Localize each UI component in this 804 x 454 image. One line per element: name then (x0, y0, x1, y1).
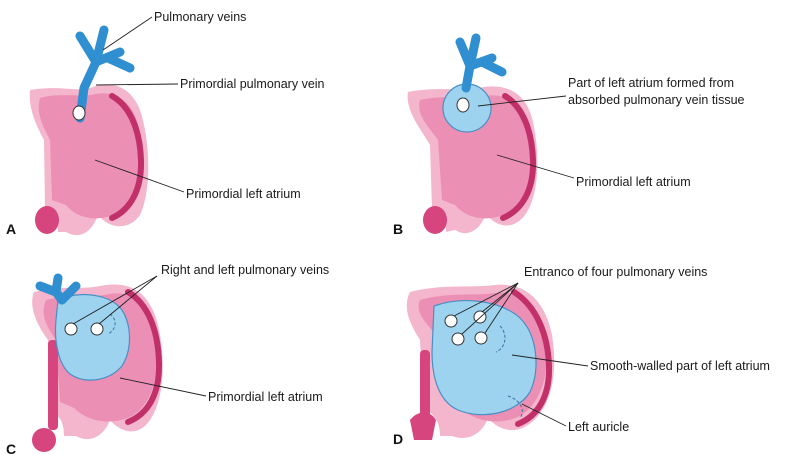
panel-letter-a: A (6, 221, 16, 237)
label-b-primordial-left-atrium: Primordial left atrium (576, 175, 691, 189)
leader-a-pulmonary-veins (103, 17, 152, 50)
panel-letter-b: B (393, 221, 403, 237)
panel-b: Part of left atrium formed from absorbed… (393, 38, 745, 237)
label-entrance-four-veins: Entranco of four pulmonary veins (524, 265, 707, 279)
panel-c: Right and left pulmonary veins Primordia… (6, 263, 329, 454)
label-absorbed-line2: absorbed pulmonary vein tissue (568, 93, 745, 107)
label-right-left-veins: Right and left pulmonary veins (161, 263, 329, 277)
panel-d: Entranco of four pulmonary veins Smooth-… (393, 265, 770, 447)
panel-a-heart (30, 30, 149, 235)
label-primordial-pulmonary-vein: Primordial pulmonary vein (180, 77, 325, 91)
panel-c-heart (32, 278, 163, 452)
label-c-primordial-left-atrium: Primordial left atrium (208, 390, 323, 404)
label-pulmonary-veins: Pulmonary veins (154, 10, 246, 24)
panel-letter-c: C (6, 441, 16, 454)
panel-b-heart (408, 38, 538, 234)
panel-letter-d: D (393, 431, 403, 447)
label-a-primordial-left-atrium: Primordial left atrium (186, 187, 301, 201)
label-absorbed-line1: Part of left atrium formed from (568, 76, 734, 90)
leader-a-primordial-vein (96, 84, 178, 85)
label-left-auricle: Left auricle (568, 420, 629, 434)
label-smooth-walled: Smooth-walled part of left atrium (590, 359, 770, 373)
panel-a: Pulmonary veins Primordial pulmonary vei… (6, 10, 325, 237)
panel-d-heart (407, 285, 554, 440)
